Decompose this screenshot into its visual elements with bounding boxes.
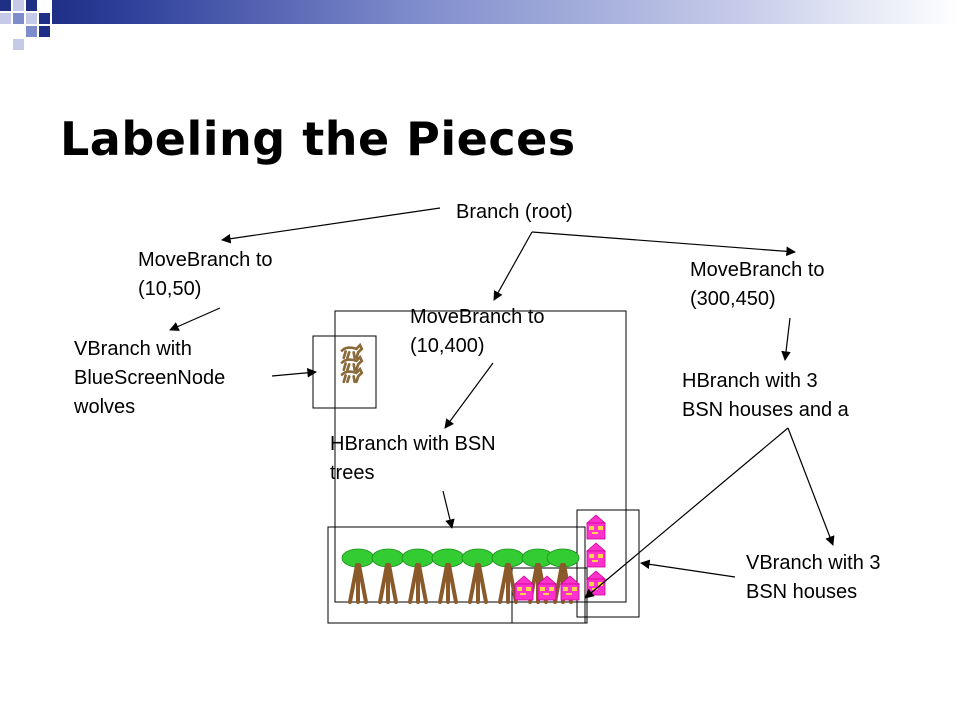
tree-icon — [400, 547, 436, 604]
corner-decoration — [0, 0, 80, 60]
label-line: (300,450) — [690, 288, 776, 310]
label-line: MoveBranch to — [138, 249, 273, 271]
arrow-wolves-label — [271, 368, 317, 378]
label-line: (10,400) — [410, 335, 485, 357]
page-title: Labeling the Pieces — [60, 112, 576, 166]
main-branch-box — [334, 310, 627, 603]
label-line: VBranch with 3 — [746, 552, 881, 574]
label-vbranch-houses: VBranch with 3 BSN houses — [746, 549, 881, 607]
label-line: trees — [330, 462, 375, 484]
wolf-icon — [340, 343, 364, 360]
label-root-line1: Branch (root) — [456, 201, 573, 223]
arrow-hbranch-to-vbranch — [787, 427, 835, 546]
label-line: BlueScreenNode — [74, 367, 226, 389]
house-icon — [514, 575, 534, 601]
label-line: MoveBranch to — [410, 306, 545, 328]
label-movebranch-right: MoveBranch to (300,450) — [690, 256, 825, 314]
trees-box — [327, 526, 586, 624]
tree-icon — [340, 547, 376, 604]
deco-square — [13, 39, 24, 50]
label-line: HBranch with BSN — [330, 433, 496, 455]
deco-square — [26, 26, 37, 37]
house-icon — [586, 542, 606, 568]
label-line: wolves — [74, 396, 136, 418]
house-icon — [586, 514, 606, 540]
label-movebranch-left: MoveBranch to (10,50) — [138, 246, 273, 304]
deco-square — [0, 0, 11, 11]
label-line: BSN houses — [746, 581, 858, 603]
header-bar — [52, 0, 960, 24]
label-hbranch-trees: HBranch with BSN trees — [330, 430, 496, 488]
houses-vbranch-box — [576, 509, 640, 618]
label-line: MoveBranch to — [690, 259, 825, 281]
arrow-root-to-mid — [493, 231, 533, 301]
label-line: VBranch with — [74, 338, 192, 360]
arrow-vbranch-houses-label — [640, 559, 736, 578]
deco-square — [13, 0, 24, 11]
wolf-icon — [340, 367, 364, 384]
arrow-root-junction — [531, 231, 796, 257]
deco-square — [0, 13, 11, 24]
deco-square — [39, 26, 50, 37]
deco-square — [26, 13, 37, 24]
label-vbranch-wolves: VBranch with BlueScreenNode wolves — [74, 335, 225, 422]
label-movebranch-mid: MoveBranch to (10,400) — [410, 303, 545, 361]
arrow-left-to-wolves — [169, 307, 221, 331]
label-hbranch-houses: HBranch with 3 BSN houses and a — [682, 367, 849, 425]
arrow-trees-label — [442, 490, 455, 529]
arrow-hbranch-to-houses — [584, 427, 789, 599]
tree-icon — [430, 547, 466, 604]
arrow-right-to-hbranch — [781, 317, 791, 361]
tree-icon — [460, 547, 496, 604]
label-line: HBranch with 3 — [682, 370, 818, 392]
deco-square — [39, 13, 50, 24]
label-line: BSN houses and a — [682, 399, 849, 421]
tree-icon — [370, 547, 406, 604]
deco-square — [26, 0, 37, 11]
wolf-icon — [340, 355, 364, 372]
deco-square — [13, 13, 24, 24]
arrow-root-to-left — [221, 207, 441, 244]
label-line: (10,50) — [138, 278, 202, 300]
arrow-mid-to-trees — [444, 362, 494, 429]
label-root: Branch (root) — [456, 198, 573, 227]
